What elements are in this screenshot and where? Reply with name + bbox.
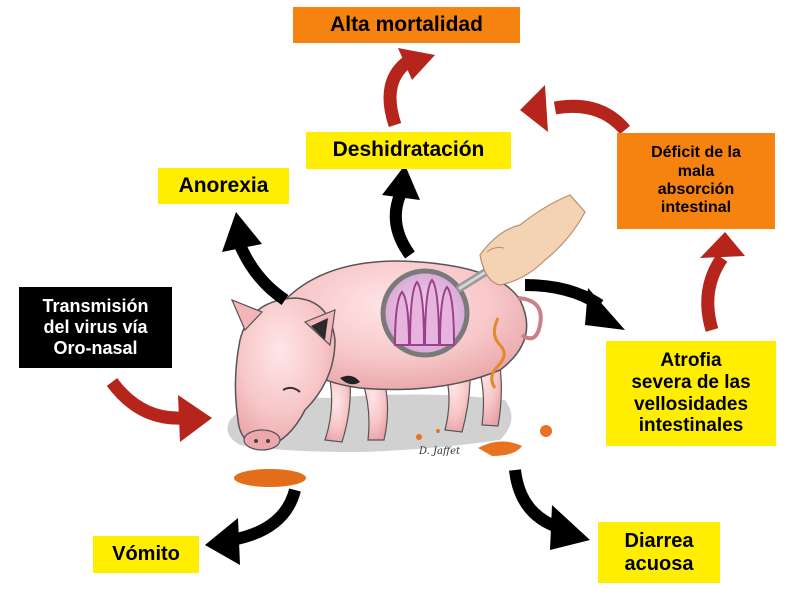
box-anorexia: Anorexia [158,168,289,204]
intestinal-villi-image [380,268,470,358]
arrow-to-anorexia [222,212,289,305]
box-diarrea-acuosa: Diarrea acuosa [598,522,720,583]
pig-illustration [230,260,543,451]
box-transmision-oronasal: Transmisión del virus vía Oro-nasal [19,287,172,368]
arrow-to-diarrea [509,469,590,550]
vomit-splash [234,469,306,487]
arrow-from-pig-to-deshidratacion [382,165,420,259]
arrow-to-atrofia [524,279,625,330]
diarrhea-splash [416,425,552,456]
box-atrofia-vellosidades: Atrofia severa de las vellosidades intes… [606,341,776,446]
box-vomito: Vómito [93,536,199,573]
artist-signature: D. Jaffet [419,446,461,457]
arrow-to-vomito [205,488,301,565]
arrow-to-deficit [700,232,745,332]
hand-icon [479,194,586,286]
box-deshidratacion: Deshidratación [306,132,511,169]
arrow-from-transmision [106,378,212,442]
arrow-to-alta-mortalidad [383,48,435,128]
arrow-to-deshidratacion [520,85,630,135]
box-deficit-absorcion: Déficit de la mala absorción intestinal [617,133,775,229]
box-alta-mortalidad: Alta mortalidad [293,7,520,43]
